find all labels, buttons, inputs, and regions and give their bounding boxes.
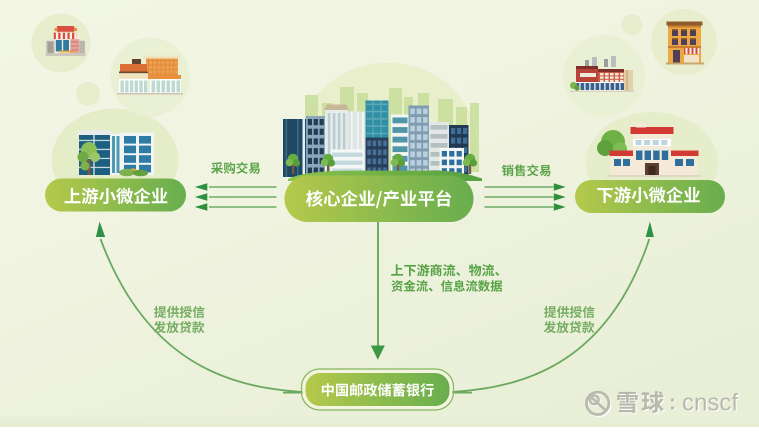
svg-text::: : (669, 392, 676, 415)
svg-text:cnscf: cnscf (683, 391, 739, 418)
svg-text::: : (670, 393, 677, 416)
svg-text:cnscf: cnscf (682, 390, 738, 417)
